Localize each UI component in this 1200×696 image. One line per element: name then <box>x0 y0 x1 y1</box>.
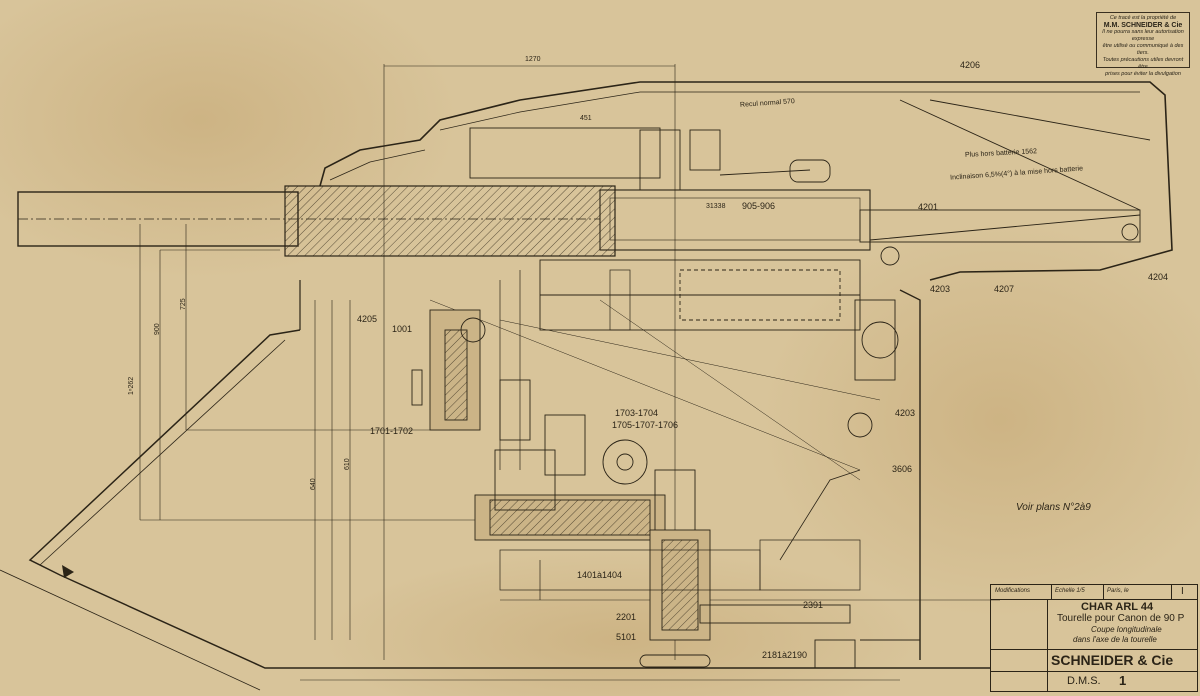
callout-4201: 4201 <box>918 202 939 212</box>
callout-1401-1404: 1401à1404 <box>577 570 623 580</box>
maker-name: SCHNEIDER & Cie <box>1051 652 1174 668</box>
callout-1001: 1001 <box>392 324 413 334</box>
modifications-label: Modifications <box>995 588 1031 594</box>
callout-1705-1707-1706: 1705-1707-1706 <box>612 420 679 430</box>
dimension-1270: 1270 <box>525 56 541 63</box>
callout-451: 451 <box>580 115 592 122</box>
drawing-subtitle: Tourelle pour Canon de 90 P <box>1057 613 1185 624</box>
callout-31338: 31338 <box>706 203 726 210</box>
breech-block <box>429 259 899 481</box>
notice-company: M.M. SCHNEIDER & Cie <box>1103 22 1183 29</box>
date-label: Paris, le <box>1107 588 1129 594</box>
callout-905-906: 905-906 <box>742 201 776 211</box>
reference-number: 1 <box>1119 673 1127 688</box>
callout-4203-mid: 4203 <box>895 408 916 418</box>
recoil-mechanism <box>469 99 1151 266</box>
traverse-gearbox <box>474 414 856 669</box>
sheet-mark: I <box>1181 586 1184 597</box>
notice-line-5: prises pour éviter la divulgation <box>1105 71 1181 77</box>
dimension-640: 640 <box>310 478 317 490</box>
elevation-gearbox <box>411 309 531 441</box>
gun-barrel <box>17 185 871 257</box>
callout-1701-1702: 1701-1702 <box>370 426 414 436</box>
callout-4205: 4205 <box>357 314 378 324</box>
callout-4203-top: 4203 <box>930 284 951 294</box>
property-notice: Ce tracé est la propriété de M.M. SCHNEI… <box>1096 12 1190 77</box>
scale-label: Echelle 1/5 <box>1055 588 1085 594</box>
dimension-610: 610 <box>344 458 351 470</box>
callout-1703-1704: 1703-1704 <box>615 408 659 418</box>
title-block: Modifications Echelle 1/5 Paris, le I CH… <box>990 584 1198 692</box>
support-frame <box>499 269 861 600</box>
drawing-desc-1: Coupe longitudinale <box>1091 625 1162 634</box>
callout-4206: 4206 <box>960 60 981 70</box>
reference-code: D.M.S. <box>1067 675 1101 687</box>
see-plans-note: Voir plans N°2à9 <box>1016 502 1091 513</box>
drawing-desc-2: dans l'axe de la tourelle <box>1073 635 1157 644</box>
notice-line-1: Ce tracé est la propriété de <box>1109 15 1177 21</box>
drawing-title: CHAR ARL 44 <box>1081 601 1154 613</box>
turret-shell <box>0 81 1173 691</box>
dimension-1262: 1ⁿ262 <box>128 376 135 395</box>
notice-line-4: Toutes précautions utiles devront être <box>1102 57 1184 70</box>
dimension-725: 725 <box>180 298 187 310</box>
callout-3606: 3606 <box>892 464 913 474</box>
callout-4207: 4207 <box>994 284 1015 294</box>
callout-2391: 2391 <box>803 600 824 610</box>
dimension-lines <box>139 64 1000 681</box>
callout-5101: 5101 <box>616 632 637 642</box>
callout-2181-2190: 2181à2190 <box>762 650 808 660</box>
notice-line-2: Il ne pourra sans leur autorisation expr… <box>1102 29 1184 42</box>
callout-2201: 2201 <box>616 612 637 622</box>
dimension-900: 900 <box>154 323 161 335</box>
notice-line-3: être utilisé ou communiqué à des tiers. <box>1102 43 1184 56</box>
callout-4204: 4204 <box>1148 272 1169 282</box>
